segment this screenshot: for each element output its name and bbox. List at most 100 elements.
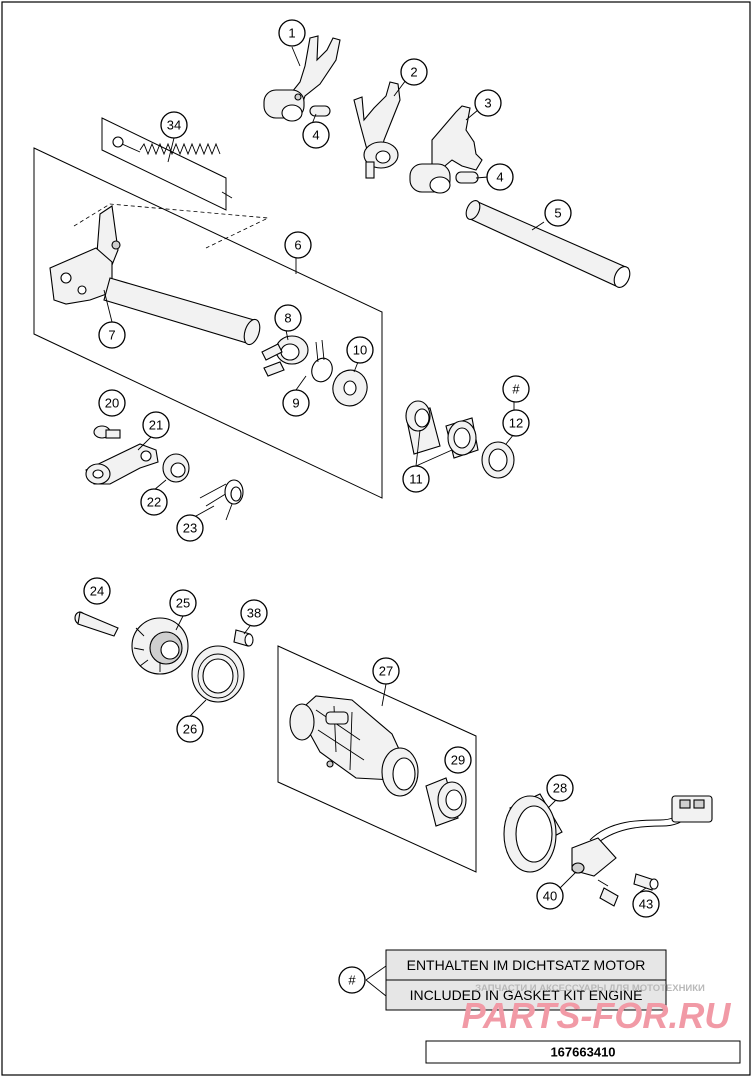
callout-label: 38 bbox=[247, 606, 261, 621]
callout-label: 34 bbox=[167, 118, 181, 133]
callout-circle bbox=[98, 389, 126, 417]
callout-c38: 38 bbox=[240, 599, 268, 627]
callout-circle bbox=[274, 304, 302, 332]
roller-22 bbox=[162, 453, 190, 483]
leader-lines bbox=[103, 46, 647, 893]
callout-label: 4 bbox=[496, 170, 503, 185]
shift-shaft bbox=[49, 203, 270, 346]
callout-label: 29 bbox=[451, 753, 465, 768]
shift-fork-pin-4a bbox=[309, 105, 331, 117]
callout-c28: 28 bbox=[546, 774, 574, 802]
callout-label: 23 bbox=[183, 521, 197, 536]
callout-label: 9 bbox=[292, 396, 299, 411]
callout-c2: 2 bbox=[400, 58, 428, 86]
callout-label: 4 bbox=[312, 128, 319, 143]
callout-circle bbox=[302, 121, 330, 149]
callout-label: # bbox=[512, 382, 520, 397]
shift-drum-cam-29 bbox=[425, 777, 467, 827]
callout-circle bbox=[346, 336, 374, 364]
gear-sensor-40 bbox=[571, 795, 713, 907]
callout-circle bbox=[486, 163, 514, 191]
legend-line-de: ENTHALTEN IM DICHTSATZ MOTOR bbox=[407, 957, 646, 973]
callout-circle bbox=[240, 599, 268, 627]
part-number-box bbox=[425, 1040, 741, 1064]
callout-circle bbox=[140, 488, 168, 516]
shift-shaft-bushing-8 bbox=[261, 335, 309, 377]
callout-label: 12 bbox=[509, 416, 523, 431]
callout-label: 10 bbox=[353, 343, 367, 358]
callout-label: 25 bbox=[176, 596, 190, 611]
callout-circle bbox=[169, 589, 197, 617]
callout-c4a: 4 bbox=[302, 121, 330, 149]
callout-circle bbox=[284, 231, 312, 259]
circlip-9 bbox=[311, 339, 333, 383]
callout-label: 20 bbox=[105, 396, 119, 411]
callout-c7: 7 bbox=[98, 321, 126, 349]
callout-circle bbox=[632, 890, 660, 918]
shaft-seal-12 bbox=[481, 441, 515, 479]
callout-label: 40 bbox=[543, 889, 557, 904]
callout-circle bbox=[83, 577, 111, 605]
callout-circle bbox=[502, 375, 530, 403]
callout-c11: 11 bbox=[402, 465, 430, 493]
callout-chash: # bbox=[502, 375, 530, 403]
callout-circle bbox=[536, 882, 564, 910]
needle-bearing-11a bbox=[405, 400, 441, 455]
washer-10 bbox=[332, 369, 368, 407]
shift-fork-3 bbox=[409, 105, 483, 194]
shift-drum-27 bbox=[289, 695, 419, 797]
callout-c10: 10 bbox=[346, 336, 374, 364]
callout-c23: 23 bbox=[176, 514, 204, 542]
shift-fork-2 bbox=[353, 81, 401, 179]
screw-24 bbox=[74, 611, 119, 637]
callout-c34: 34 bbox=[160, 111, 188, 139]
callout-circle bbox=[160, 111, 188, 139]
callout-circle bbox=[176, 514, 204, 542]
callout-c27: 27 bbox=[372, 657, 400, 685]
shift-fork-shaft bbox=[465, 199, 631, 288]
callout-label: 24 bbox=[90, 584, 104, 599]
callout-circle bbox=[400, 58, 428, 86]
callout-label: 11 bbox=[409, 472, 423, 487]
callout-label: 7 bbox=[108, 328, 115, 343]
screw-38 bbox=[233, 629, 254, 647]
callout-circle bbox=[98, 321, 126, 349]
callout-label: 43 bbox=[639, 897, 653, 912]
callout-circle bbox=[176, 715, 204, 743]
callout-label: 2 bbox=[410, 65, 417, 80]
shift-drum-locating-25 bbox=[131, 617, 189, 675]
callout-circle bbox=[544, 199, 572, 227]
callout-c26: 26 bbox=[176, 715, 204, 743]
spring-assembly-34 bbox=[101, 117, 233, 211]
callout-circle bbox=[402, 465, 430, 493]
shift-fork-pin-4b bbox=[455, 171, 479, 184]
needle-bearing-11b bbox=[445, 417, 479, 459]
callout-circle bbox=[502, 409, 530, 437]
callout-circle bbox=[546, 774, 574, 802]
watermark-logo: PARTS-FOR.RU bbox=[462, 995, 732, 1036]
part-number: 167663410 bbox=[550, 1045, 615, 1060]
callout-c5: 5 bbox=[544, 199, 572, 227]
callout-layer: 12344534678910#1211202122232425382627292… bbox=[83, 19, 660, 918]
screw-43 bbox=[633, 873, 659, 891]
callout-label: 3 bbox=[484, 96, 491, 111]
callout-label: 5 bbox=[554, 206, 561, 221]
callout-c4b: 4 bbox=[486, 163, 514, 191]
callout-c29: 29 bbox=[444, 746, 472, 774]
callout-label: 6 bbox=[294, 238, 301, 253]
watermark-tagline: ЗАПЧАСТИ И АКСЕССУАРЫ ДЛЯ МОТОТЕХНИКИ bbox=[475, 983, 705, 994]
callout-label: 21 bbox=[149, 418, 163, 433]
callout-c6: 6 bbox=[284, 231, 312, 259]
legend-line-en: INCLUDED IN GASKET KIT ENGINE bbox=[410, 987, 643, 1003]
shift-drum-panel bbox=[277, 645, 477, 873]
legend-symbol-text: # bbox=[348, 973, 356, 988]
callout-label: 27 bbox=[379, 664, 393, 679]
legend-symbol: # bbox=[338, 966, 366, 994]
callout-c8: 8 bbox=[274, 304, 302, 332]
torsion-spring-23 bbox=[199, 479, 244, 521]
callout-label: 8 bbox=[284, 311, 291, 326]
bearing-26 bbox=[191, 645, 245, 703]
bolt-20 bbox=[93, 425, 121, 439]
callout-circle bbox=[282, 389, 310, 417]
